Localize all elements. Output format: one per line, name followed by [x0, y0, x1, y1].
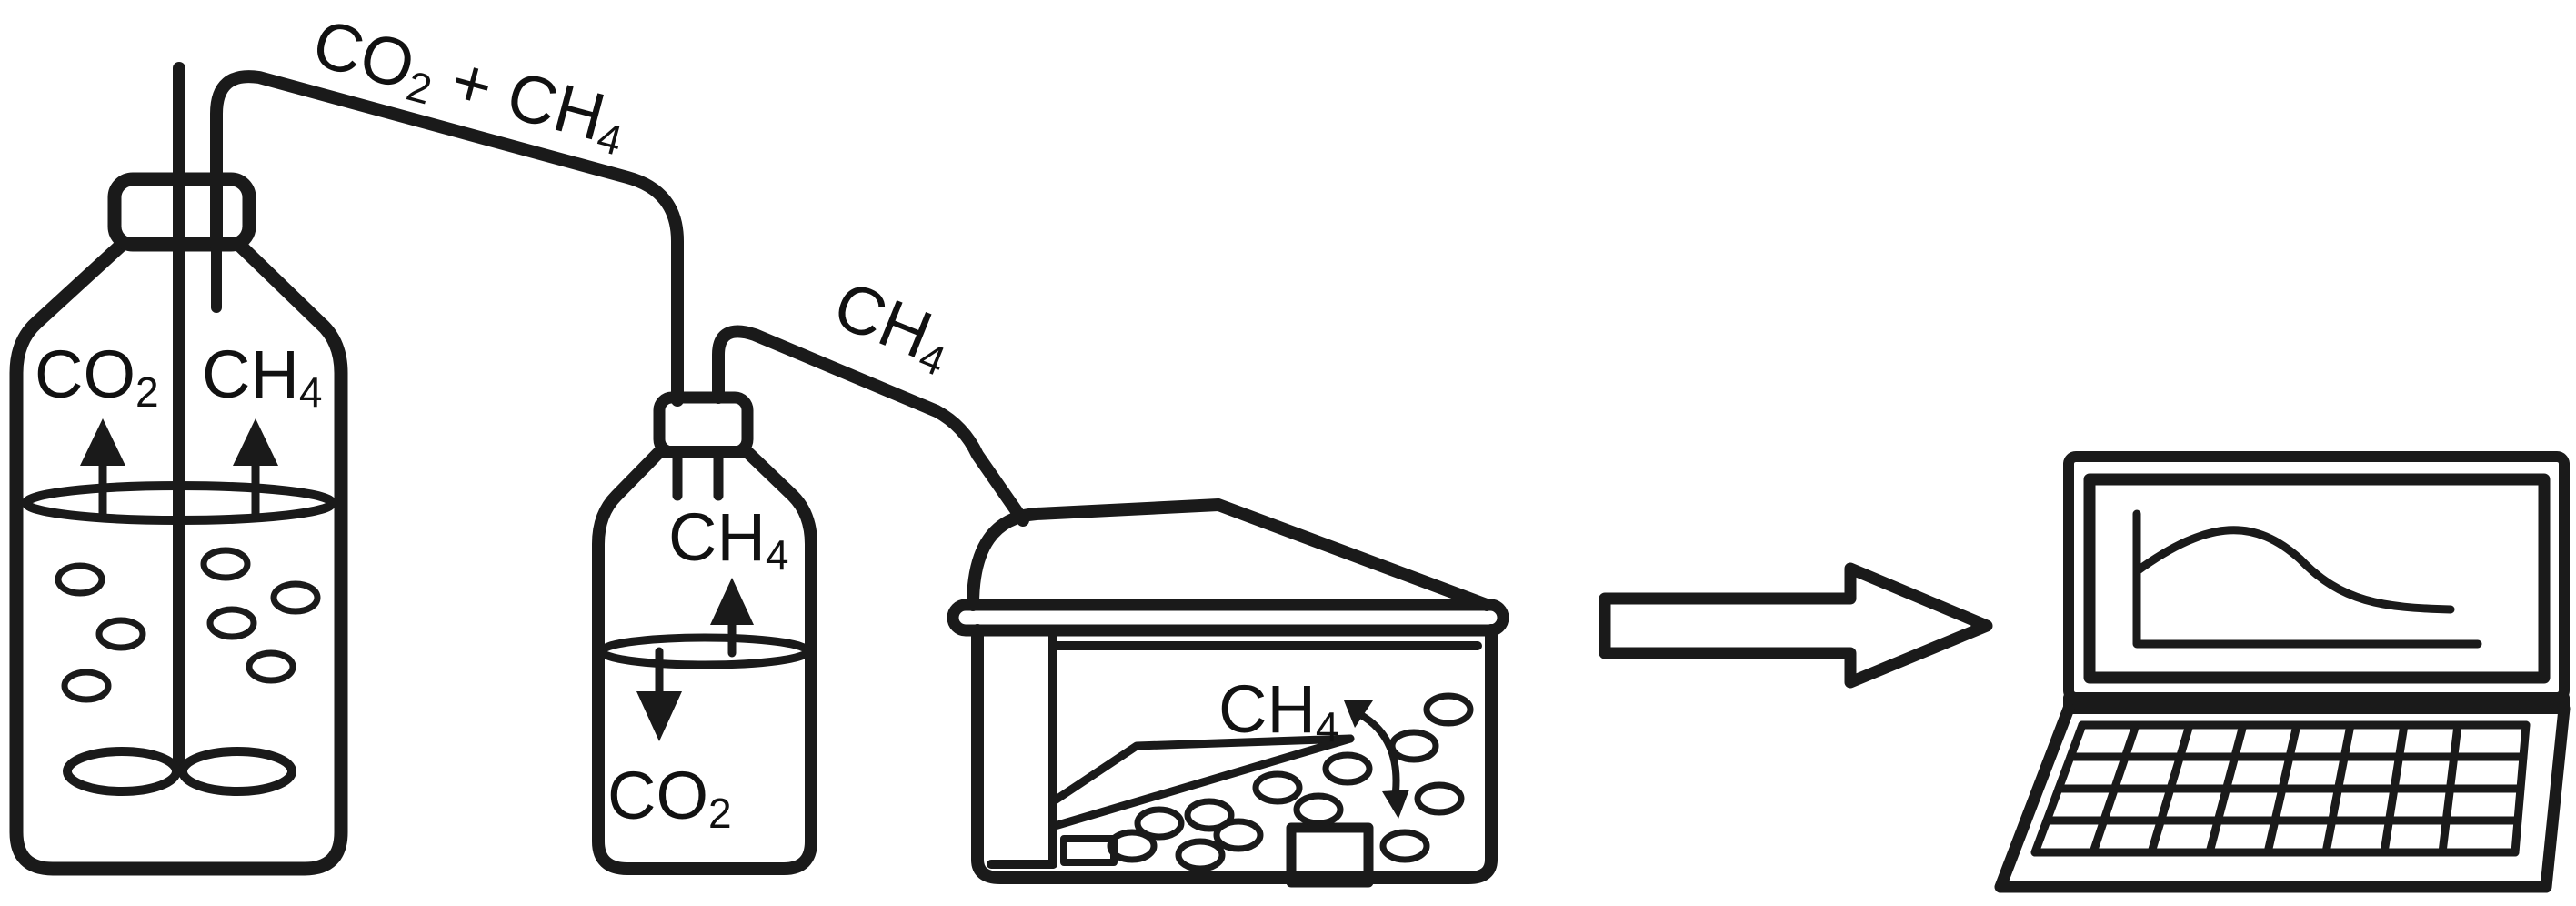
co2-absorption-bottle: CH4 CO2: [592, 391, 817, 875]
digester-ch4-label: CH4: [202, 337, 322, 416]
right-arrow-icon: [1599, 562, 1993, 689]
gas-flow-counter: CH4: [947, 498, 1509, 888]
digester-arrows: [80, 418, 278, 521]
gas-tube-biogas: [210, 70, 684, 407]
laptop-graph-curve: [2132, 526, 2455, 614]
digester-bubbles: [55, 547, 321, 703]
laptop-keyboard: [2030, 720, 2531, 857]
counter-swing-arrow: [1356, 710, 1400, 795]
gas-tube-methane: [712, 325, 1029, 527]
digester-bottle: CO2 CH4: [9, 62, 348, 876]
laptop-icon: [1994, 451, 2571, 893]
absorber-co2-label: CO2: [607, 758, 732, 837]
absorber-ch4-label: CH4: [668, 499, 788, 579]
counter-bubbles: [1107, 692, 1474, 872]
counter-ch4-label: CH4: [1218, 671, 1338, 750]
absorber-arrows: [636, 578, 754, 741]
digester-co2-label: CO2: [35, 337, 159, 416]
